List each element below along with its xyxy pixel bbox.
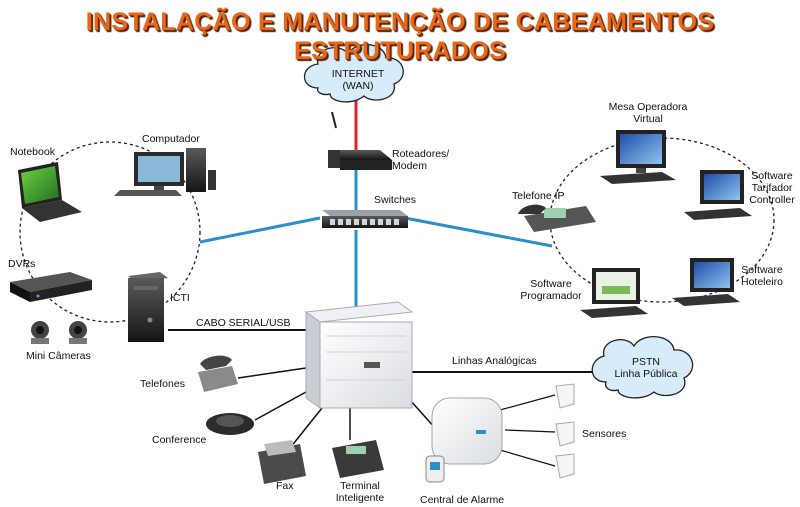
- computer-label: Computador: [142, 133, 200, 145]
- pstn-cloud-icon: [591, 336, 694, 399]
- internet-label: INTERNET (WAN): [330, 68, 386, 92]
- switches-label: Switches: [374, 194, 417, 206]
- router-label: Roteadores/ Modem: [392, 148, 449, 172]
- conference-label: Conference: [152, 434, 207, 446]
- mini-cameras-label: Mini Câmeras: [26, 350, 91, 362]
- left-group-ring: [19, 141, 201, 323]
- icti-label: ICTI: [170, 292, 190, 304]
- tariff-software-label: Software Tarifador Controller: [744, 170, 800, 206]
- mini-camera-icon: [69, 321, 87, 344]
- dvr-icon: [10, 272, 92, 302]
- tariff-software-monitor-icon: [684, 170, 752, 220]
- terminal-label-line1: Terminal: [340, 480, 380, 492]
- fax-link: [289, 407, 323, 449]
- notebook-icon: [18, 162, 82, 222]
- operator-label-line1: Mesa Operadora: [608, 101, 688, 113]
- pbx-central-icon: [304, 301, 414, 409]
- ip-phone-label: Telefone IP: [512, 190, 565, 202]
- sensor-icon: [555, 453, 575, 479]
- operator-label-line2: Virtual: [633, 113, 663, 125]
- switch-right-link: [404, 216, 553, 248]
- notebook-label: Notebook: [10, 146, 55, 158]
- operator-console-icon: [600, 130, 676, 184]
- page-title: INSTALAÇÃO E MANUTENÇÃO DE CABEAMENTOS E…: [85, 8, 715, 65]
- conference-phone-icon: [206, 413, 254, 435]
- fax-label: Fax: [276, 480, 294, 492]
- phones-label: Telefones: [140, 378, 185, 390]
- programmer-label-line1: Software: [530, 278, 572, 290]
- ip-phone-icon: [518, 204, 596, 232]
- conference-link: [254, 391, 307, 421]
- router-label-line1: Roteadores/: [392, 148, 450, 160]
- programmer-software-label: Software Programador: [516, 278, 586, 302]
- sensor-icon: [555, 383, 575, 409]
- alarm-central-label: Central de Alarme: [420, 494, 505, 506]
- tariff-label-line1: Software: [751, 170, 793, 182]
- tariff-label-line3: Controller: [749, 194, 795, 206]
- hotel-label-line1: Software: [741, 264, 783, 276]
- terminal-phone-icon: [332, 440, 384, 478]
- sensor-link-2: [504, 429, 556, 433]
- internet-cloud-icon: [303, 44, 404, 103]
- programmer-software-monitor-icon: [580, 268, 648, 318]
- pstn-label: PSTN Linha Pública: [606, 356, 686, 380]
- router-label-line2: Modem: [392, 160, 428, 172]
- terminal-label: Terminal Inteligente: [330, 480, 390, 504]
- pstn-label-line2: Linha Pública: [614, 368, 678, 380]
- switch-icon: [322, 210, 408, 228]
- programmer-label-line2: Programador: [520, 290, 582, 302]
- fax-icon: [258, 440, 306, 484]
- sensor-link-1: [499, 394, 556, 411]
- hotel-software-monitor-icon: [672, 258, 740, 306]
- phones-link: [237, 367, 307, 379]
- dvrs-label: DVRs: [8, 258, 36, 270]
- hotel-label-line2: Hoteleiro: [740, 276, 784, 288]
- internet-label-line2: (WAN): [342, 80, 374, 92]
- mini-camera-icon: [31, 321, 49, 344]
- telephone-icon: [198, 355, 238, 392]
- tariff-label-line2: Tarifador: [751, 182, 793, 194]
- alarm-link: [409, 399, 436, 429]
- router-icon: [328, 111, 392, 170]
- internet-label-line1: INTERNET: [331, 68, 385, 80]
- sensor-link-3: [499, 449, 556, 467]
- operator-console-label: Mesa Operadora Virtual: [600, 101, 696, 125]
- alarm-central-icon: [425, 397, 503, 483]
- switch-left-link: [199, 216, 321, 244]
- computer-icon: [114, 148, 216, 196]
- terminal-label-line2: Inteligente: [335, 492, 385, 504]
- hotel-software-label: Software Hoteleiro: [734, 264, 790, 288]
- icti-server-icon: [128, 272, 168, 342]
- sensor-icon: [555, 421, 575, 447]
- analog-lines-label: Linhas Analógicas: [452, 355, 537, 367]
- sensors-label: Sensores: [582, 428, 627, 440]
- serial-cable-label: CABO SERIAL/USB: [196, 317, 291, 329]
- pstn-label-line1: PSTN: [631, 356, 660, 368]
